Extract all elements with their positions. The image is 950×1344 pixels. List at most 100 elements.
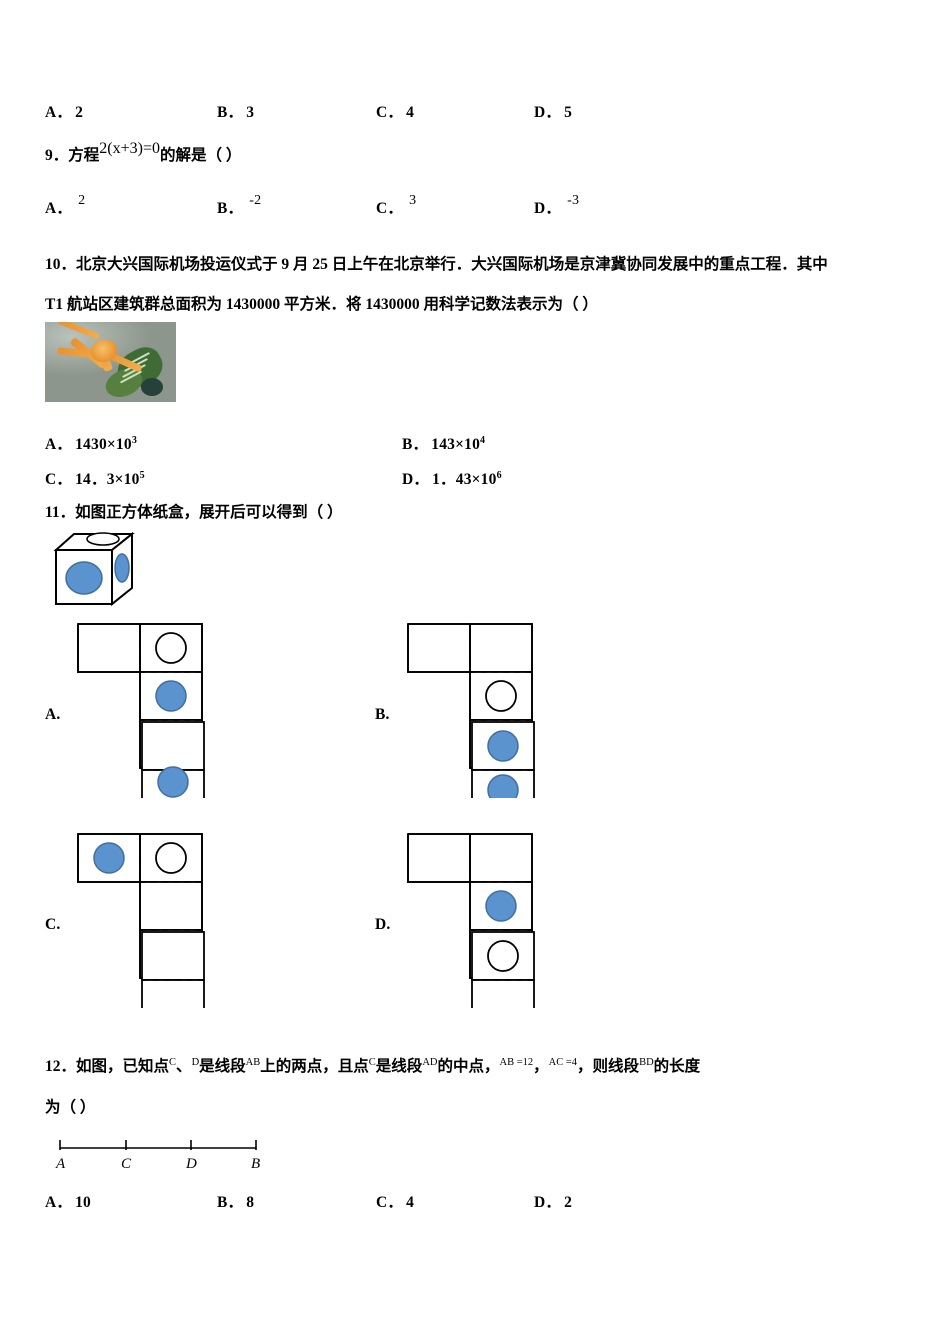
q11-option-d-letter: D. [375, 916, 391, 933]
q10-option-c-mantissa: 14．3×10 [75, 471, 140, 488]
q12-option-b-label: B． [217, 1194, 244, 1211]
q11-option-c-net-right[interactable] [140, 930, 220, 1008]
q12-point-d: D [191, 1057, 200, 1068]
net-a-left-outline [77, 624, 140, 673]
q12-option-c-value: 4 [406, 1194, 415, 1211]
q12-point-c2: C [368, 1057, 376, 1068]
net-a-blue-circle-1 [155, 680, 187, 712]
q11-option-c-letter: C. [45, 916, 61, 933]
q12-stem-line1: 12．如图，已知点C、D是线段AB上的两点，且点C是线段AD的中点，AB =12… [45, 1050, 700, 1080]
q9-option-a[interactable]: A． 2 [45, 193, 85, 218]
net-d-white-circle [487, 940, 519, 972]
cube-right-blue-ellipse [114, 553, 130, 583]
net-c-white-circle [155, 842, 187, 874]
q12-text-e: 是线段 [375, 1058, 423, 1076]
net-c-cell-right-r3 [141, 931, 205, 981]
q9-option-a-value: 2 [78, 193, 86, 208]
q12-stem-line2: 为（ ） [45, 1095, 95, 1121]
q12-option-b[interactable]: B．8 [217, 1190, 254, 1212]
net-a-cell-topleft [77, 623, 141, 673]
q8-option-d[interactable]: D．5 [534, 100, 572, 122]
q8-option-c-label: C． [376, 104, 404, 121]
net-b-cell-topleft [407, 623, 471, 673]
q9-option-d-value: -3 [567, 193, 580, 208]
net-b-blue-circle-2 [487, 774, 519, 798]
net-b-blue-circle-1 [487, 730, 519, 762]
q9-option-d-label: D． [534, 200, 562, 217]
q9-option-d[interactable]: D． -3 [534, 193, 579, 218]
net-b-white-circle [485, 680, 517, 712]
net-d-blue-circle-1 [485, 890, 517, 922]
net-c-cell-right-r4 [141, 979, 205, 1008]
q9-stem: 9．方程2(x+3)=0的解是（ ） [45, 140, 241, 169]
q12-option-d[interactable]: D．2 [534, 1190, 572, 1212]
q9-option-c[interactable]: C．3 [376, 193, 416, 218]
q9-option-a-label: A． [45, 200, 73, 217]
q12-option-d-value: 2 [564, 1194, 573, 1211]
net-c-left-outline [77, 834, 140, 883]
q10-option-b[interactable]: B．143×104 [402, 432, 485, 454]
q8-option-a-label: A． [45, 104, 73, 121]
q12-text-b: 、 [176, 1058, 192, 1076]
segment-label-d: D [185, 1156, 197, 1172]
q9-option-b[interactable]: B．-2 [217, 193, 261, 218]
q8-option-c[interactable]: C．4 [376, 100, 414, 122]
net-c-cell-r2 [139, 881, 203, 931]
q12-segment-bd: BD [639, 1057, 654, 1068]
q10-stem-line2: T1 航站区建筑群总面积为 1430000 平方米．将 1430000 用科学记… [45, 292, 598, 318]
q12-text-c: 是线段 [199, 1058, 246, 1076]
q10-number: 10． [45, 256, 77, 273]
q8-option-d-value: 5 [564, 104, 573, 121]
q12-option-b-value: 8 [246, 1194, 255, 1211]
q11-stem-text: 如图正方体纸盒，展开后可以得到（ ） [75, 504, 343, 521]
q8-option-a-value: 2 [75, 104, 84, 121]
q10-option-b-mantissa: 143×10 [431, 436, 481, 453]
q10-options-row2: C．14．3×105 D．1．43×106 [45, 467, 915, 497]
q9-option-b-value: -2 [249, 193, 262, 208]
q10-option-c-label: C． [45, 471, 73, 488]
photo-terminal-core [91, 340, 117, 362]
q10-option-d-label: D． [402, 471, 430, 488]
q12-text-g: 的长度 [653, 1058, 701, 1076]
q12-segment-ad: AD [422, 1057, 438, 1068]
q11-option-d-net-right[interactable] [470, 930, 550, 1008]
q9-number: 9． [45, 147, 69, 164]
q10-option-d-mantissa: 1．43×10 [432, 471, 497, 488]
q12-option-a-label: A． [45, 1194, 73, 1211]
segment-diagram: A C D B [55, 1140, 260, 1172]
q10-option-c-exponent: 5 [139, 469, 145, 481]
q10-line1-text: 北京大兴国际机场投运仪式于 9 月 25 日上午在北京举行．大兴国际机场是京津冀… [76, 256, 828, 273]
net-c-blue-circle-1 [93, 842, 125, 874]
q12-options-row: A．10 B．8 C．4 D．2 [45, 1190, 915, 1220]
q8-options-row: A．2 B．3 C．4 D．5 [45, 100, 915, 130]
q12-text-a: 如图，已知点 [76, 1058, 170, 1076]
q12-equation-ab: AB =12 [499, 1057, 534, 1068]
net-b-cell-r1 [469, 623, 533, 673]
cube-top-white-ellipse [86, 532, 120, 546]
q12-option-c[interactable]: C．4 [376, 1190, 414, 1212]
q11-option-b-net-right[interactable] [470, 720, 550, 798]
q10-option-c[interactable]: C．14．3×105 [45, 467, 145, 489]
q12-option-c-label: C． [376, 1194, 404, 1211]
q8-option-a[interactable]: A．2 [45, 100, 83, 122]
photo-water [141, 378, 163, 396]
q12-option-a[interactable]: A．10 [45, 1190, 91, 1212]
cube-figure [53, 531, 135, 607]
net-b-left-outline [407, 624, 470, 673]
net-d-left-outline [407, 834, 470, 883]
segment-label-c: C [121, 1156, 132, 1172]
q8-option-b[interactable]: B．3 [217, 100, 254, 122]
segment-label-b: B [251, 1156, 260, 1172]
q12-point-c: C [169, 1057, 177, 1068]
cube-front-blue-circle [65, 561, 103, 595]
q8-option-b-label: B． [217, 104, 244, 121]
q11-option-a-net-right[interactable] [140, 720, 220, 798]
net-a-white-circle [155, 632, 187, 664]
q10-option-d[interactable]: D．1．43×106 [402, 467, 502, 489]
q10-option-a-label: A． [45, 436, 73, 453]
net-d-cell-r1 [469, 833, 533, 883]
q11-option-b-label: B. [375, 706, 390, 724]
q10-option-a[interactable]: A．1430×103 [45, 432, 137, 454]
q11-stem: 11．如图正方体纸盒，展开后可以得到（ ） [45, 500, 343, 526]
